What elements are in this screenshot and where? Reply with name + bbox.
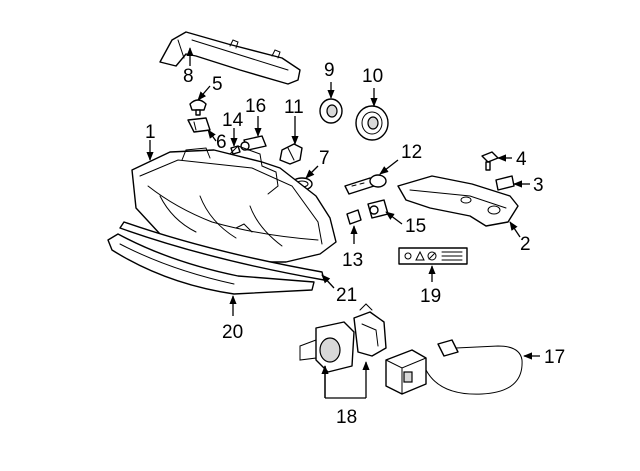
callout-8: 8 (183, 66, 194, 87)
callout-21: 21 (336, 285, 357, 306)
leader-6 (207, 129, 217, 142)
part-8-trim-strip[interactable] (159, 31, 301, 85)
part-19-label[interactable] (398, 247, 468, 265)
part-12-bulb[interactable] (344, 174, 387, 195)
part-15-socket[interactable] (367, 199, 389, 219)
callout-5: 5 (212, 74, 223, 95)
leader-5 (197, 85, 211, 101)
part-3-nut[interactable] (495, 175, 515, 191)
callout-11: 11 (284, 97, 304, 118)
callout-13: 13 (342, 250, 363, 271)
callout-20: 20 (222, 322, 243, 343)
callout-14: 14 (222, 110, 244, 131)
callout-18: 18 (336, 407, 357, 428)
callout-15: 15 (405, 216, 426, 237)
callout-19: 19 (420, 286, 441, 307)
leader-21 (321, 274, 335, 289)
part-16-socket[interactable] (240, 135, 267, 151)
callout-numbers: 1 2 3 4 5 6 7 8 9 10 11 12 13 14 15 16 1… (145, 60, 565, 428)
callout-7: 7 (319, 148, 330, 169)
leader-7 (305, 165, 319, 179)
part-20-trim[interactable] (107, 233, 315, 295)
part-17-module[interactable] (385, 339, 523, 395)
callout-4: 4 (516, 149, 527, 170)
leader-2 (509, 221, 521, 238)
callout-12: 12 (401, 142, 422, 163)
part-2-bracket[interactable] (397, 175, 519, 227)
callout-2: 2 (520, 234, 531, 255)
part-10-cover[interactable] (355, 105, 389, 141)
leader-lines (146, 47, 540, 399)
callout-10: 10 (362, 66, 383, 87)
part-14-screw[interactable] (230, 145, 241, 155)
part-4-bolt[interactable] (481, 151, 499, 171)
part-13-bulb[interactable] (346, 209, 362, 225)
callout-6: 6 (216, 132, 227, 153)
callout-9: 9 (324, 60, 335, 81)
leader-12 (379, 159, 399, 175)
part-9-cap[interactable] (319, 98, 343, 124)
part-1-headlamp[interactable] (131, 145, 337, 263)
callout-1: 1 (145, 122, 156, 143)
part-6-nut[interactable] (187, 117, 211, 133)
callout-3: 3 (533, 175, 544, 196)
part-5-clip[interactable] (189, 99, 207, 116)
part-18-brackets[interactable] (299, 303, 387, 373)
leader-15 (385, 211, 403, 225)
callout-17: 17 (544, 347, 565, 368)
callout-16: 16 (245, 96, 266, 117)
part-11-socket[interactable] (279, 143, 303, 165)
